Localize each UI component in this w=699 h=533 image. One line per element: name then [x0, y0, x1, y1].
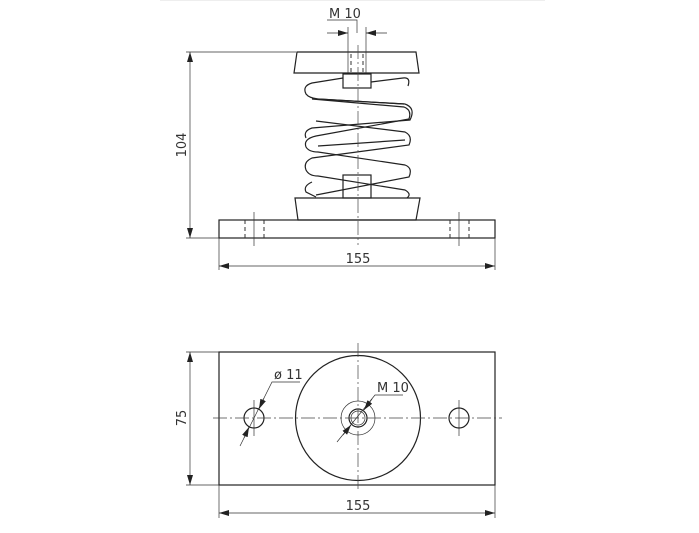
dimension-depth: 75: [175, 351, 219, 486]
depth-label: 75: [175, 410, 190, 427]
front-view: M 10 104 155: [175, 7, 496, 270]
dimension-center-thread: M 10: [336, 381, 409, 443]
height-label: 104: [175, 133, 190, 158]
thread-label: M 10: [329, 7, 361, 22]
top-nut: [342, 73, 372, 89]
base-outline: [218, 351, 496, 486]
top-plate: [293, 51, 420, 74]
bolt-top: [347, 27, 367, 73]
base-holes-hidden: [244, 212, 470, 246]
spring: [304, 77, 413, 199]
dimension-hole: ø 11: [239, 368, 303, 447]
width-label: 155: [346, 252, 371, 267]
dimension-height: 104: [175, 51, 296, 239]
center-thread-label: M 10: [377, 381, 409, 396]
hole-label: ø 11: [274, 368, 303, 383]
width-label-bottom: 155: [346, 499, 371, 514]
base-plate: [218, 219, 496, 239]
dimension-thread: M 10: [327, 7, 387, 36]
top-view: ø 11 M 10 75 155: [175, 343, 502, 518]
dimension-width: 155: [218, 238, 496, 270]
dimension-width-bottom: 155: [218, 485, 496, 518]
bottom-cup: [294, 197, 421, 221]
